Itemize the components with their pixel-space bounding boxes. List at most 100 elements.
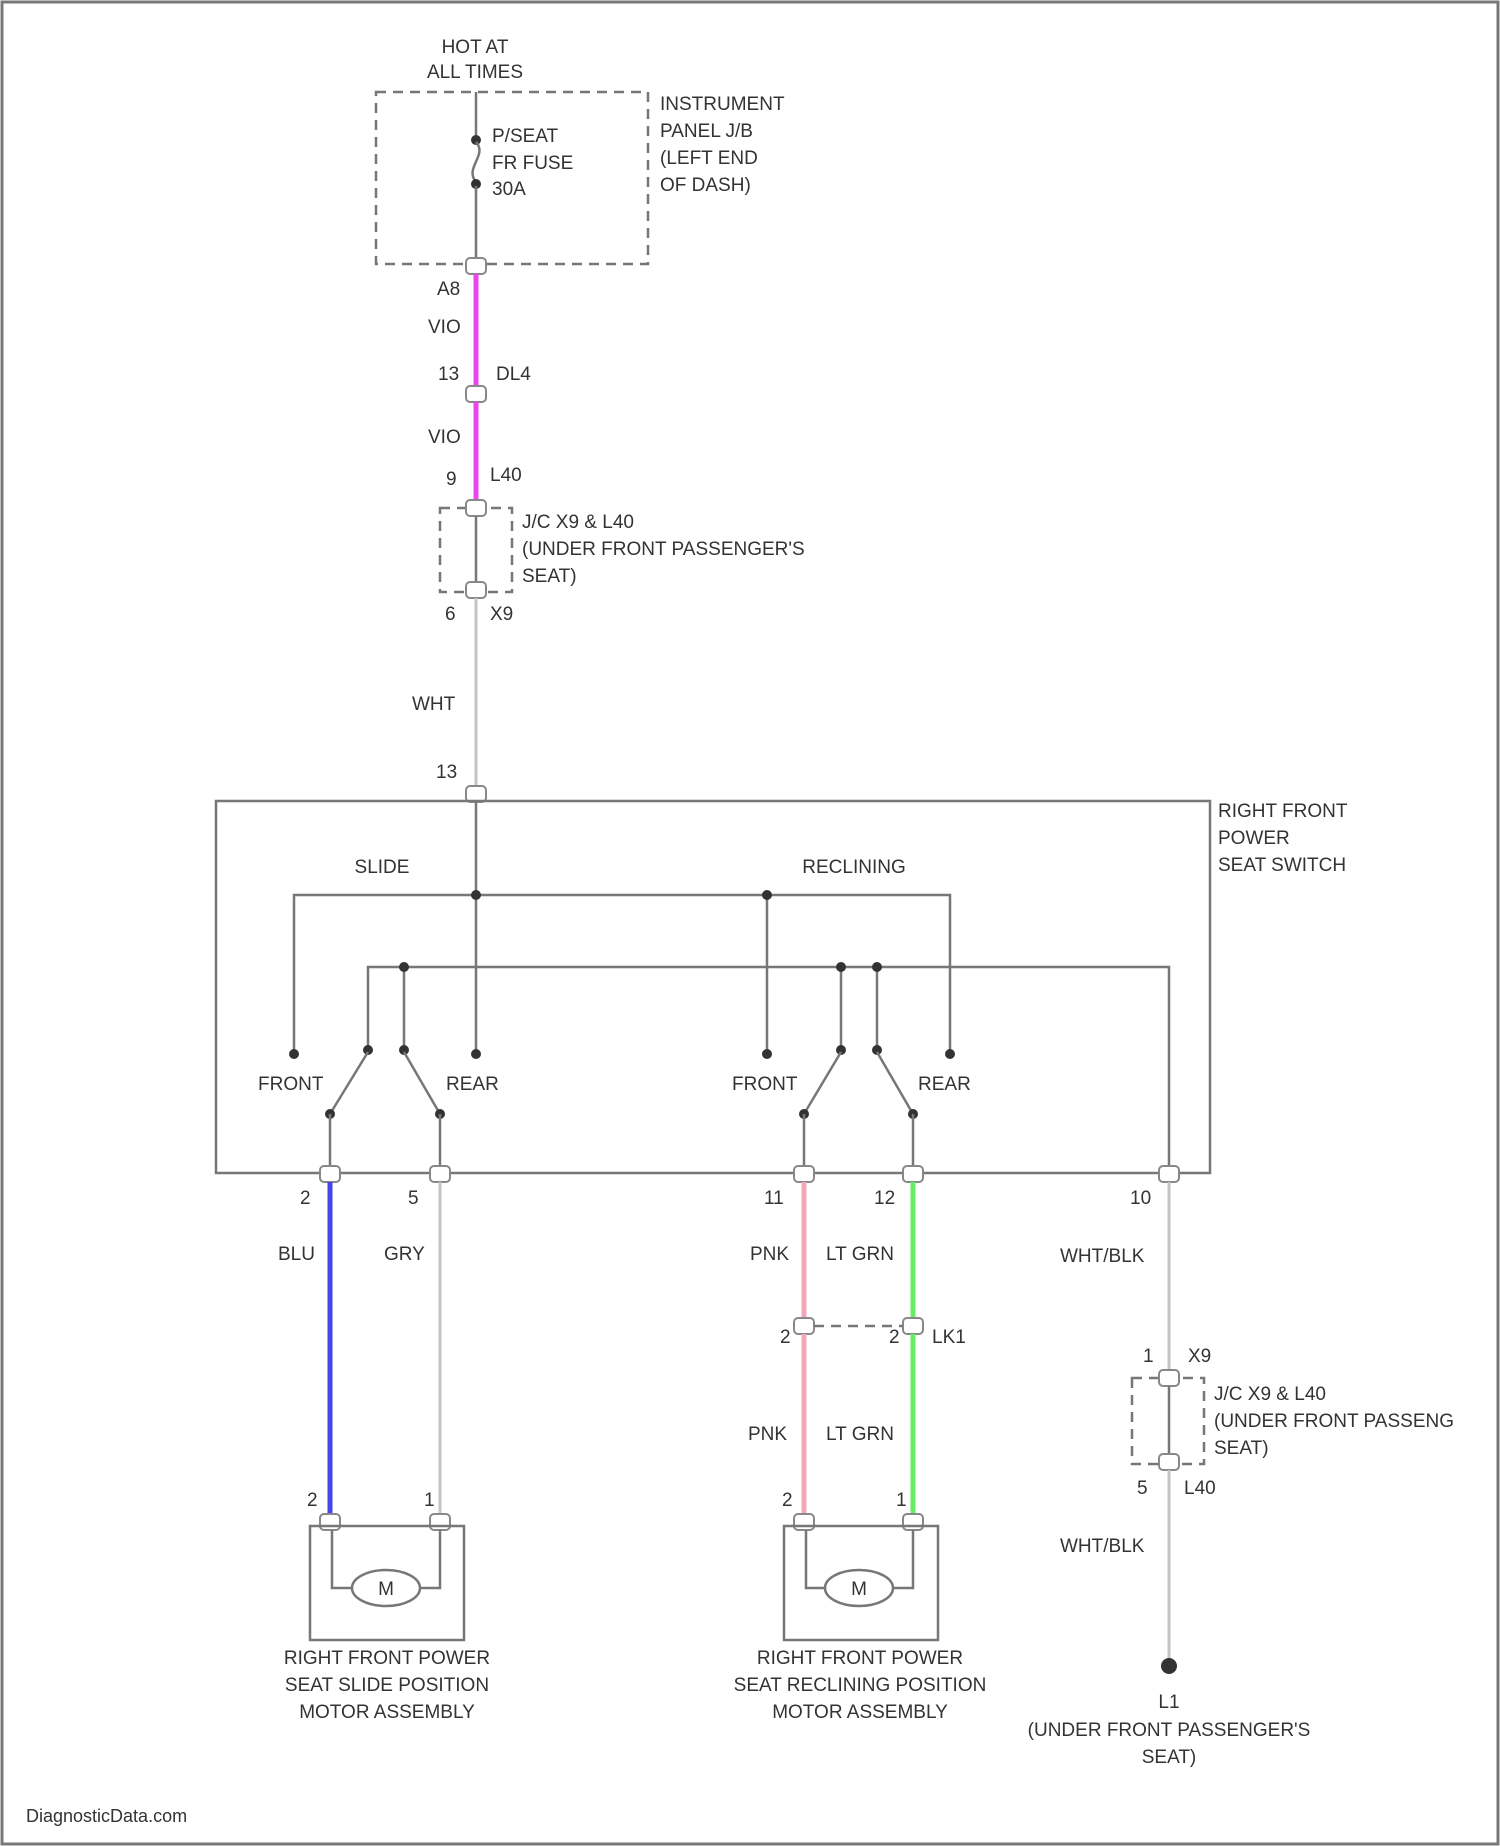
pin-a8-label: A8 bbox=[437, 279, 460, 300]
switch-pin-5-label: 5 bbox=[408, 1188, 419, 1209]
inline-pin-2a-label: 2 bbox=[780, 1327, 791, 1348]
ground-connector-l40-label: L40 bbox=[1184, 1478, 1216, 1499]
slide-motor-conn-2 bbox=[320, 1514, 340, 1530]
ground-point-icon bbox=[1161, 1658, 1177, 1674]
recl-wire-b-label: LT GRN bbox=[826, 1244, 894, 1265]
recl-motor-conn-1 bbox=[903, 1514, 923, 1530]
wire2-color-label: VIO bbox=[428, 427, 461, 448]
connector-dl4-label: DL4 bbox=[496, 364, 531, 385]
switch-pin-11-label: 11 bbox=[764, 1188, 784, 1209]
switch-pin-13-label: 13 bbox=[436, 762, 457, 783]
joint-connector-top-pin-in bbox=[466, 500, 486, 516]
switch-pin-2 bbox=[320, 1166, 340, 1182]
recl-front-switch-arm bbox=[804, 1052, 841, 1114]
connector-a8 bbox=[466, 258, 486, 274]
switch-name-line2: POWER bbox=[1218, 828, 1290, 849]
jc-top-line1: J/C X9 & L40 bbox=[522, 512, 634, 533]
slide-motor-letter: M bbox=[378, 1579, 394, 1600]
slide-wire-a-label: BLU bbox=[278, 1244, 315, 1265]
slide-motor-pin-1-label: 1 bbox=[424, 1490, 435, 1511]
joint-connector-top-pin-out bbox=[466, 582, 486, 598]
junction-block-outline bbox=[376, 92, 648, 264]
recl-rear-switch-arm bbox=[877, 1052, 913, 1114]
pin-13-label: 13 bbox=[438, 364, 459, 385]
switch-name-line1: RIGHT FRONT bbox=[1218, 801, 1348, 822]
connector-l40-label: L40 bbox=[490, 465, 522, 486]
switch-pin-5 bbox=[430, 1166, 450, 1182]
ground-bus bbox=[368, 967, 1169, 1166]
feed-bus bbox=[294, 895, 950, 1054]
recl-front-feed-contact bbox=[762, 1049, 772, 1059]
connector-x9-label: X9 bbox=[490, 604, 513, 625]
fuse-line1: P/SEAT bbox=[492, 126, 559, 147]
switch-pin-12 bbox=[903, 1166, 923, 1182]
jc-bottom-line1: J/C X9 & L40 bbox=[1214, 1384, 1326, 1405]
recl-motor-lead-right bbox=[893, 1530, 913, 1588]
slide-front-switch-arm bbox=[330, 1052, 368, 1114]
inline-conn-lt-grn bbox=[903, 1318, 923, 1334]
switch-pin-11 bbox=[794, 1166, 814, 1182]
watermark: DiagnosticData.com bbox=[26, 1806, 187, 1826]
power-source-line1: HOT AT bbox=[442, 37, 509, 58]
recl-motor-pin-2-label: 2 bbox=[782, 1490, 793, 1511]
junction-block-line3: (LEFT END bbox=[660, 148, 758, 169]
ground-bus-junction-2 bbox=[836, 962, 846, 972]
inline-conn-pnk bbox=[794, 1318, 814, 1334]
recl-motor-name-line1: RIGHT FRONT POWER bbox=[757, 1648, 963, 1669]
ground-pin-1-label: 1 bbox=[1143, 1346, 1154, 1367]
feed-bus-junction bbox=[471, 890, 481, 900]
ground-loc-line2: SEAT) bbox=[1142, 1747, 1197, 1768]
reclining-label: RECLINING bbox=[802, 857, 905, 878]
jc-top-line2: (UNDER FRONT PASSENGER'S bbox=[522, 539, 805, 560]
recl-motor-conn-2 bbox=[794, 1514, 814, 1530]
ground-bus-junction-3 bbox=[872, 962, 882, 972]
recl-rear-feed-contact bbox=[945, 1049, 955, 1059]
fuse-symbol bbox=[473, 142, 480, 182]
power-source-line2: ALL TIMES bbox=[427, 62, 523, 83]
ground-loc-line1: (UNDER FRONT PASSENGER'S bbox=[1028, 1720, 1311, 1741]
slide-front-feed-contact bbox=[289, 1049, 299, 1059]
switch-pin-10-label: 10 bbox=[1130, 1188, 1151, 1209]
slide-rear-feed-contact bbox=[471, 1049, 481, 1059]
switch-pin-12-label: 12 bbox=[874, 1188, 895, 1209]
recl-motor-lead-left bbox=[806, 1530, 826, 1588]
slide-rear-switch-arm bbox=[404, 1052, 440, 1114]
junction-block-line2: PANEL J/B bbox=[660, 121, 753, 142]
joint-connector-bottom-pin-in bbox=[1159, 1370, 1179, 1386]
ground-wire1-label: WHT/BLK bbox=[1060, 1246, 1145, 1267]
pin-9-label: 9 bbox=[446, 469, 457, 490]
recl-wire-a-label: PNK bbox=[750, 1244, 789, 1265]
recl-front-label: FRONT bbox=[732, 1074, 798, 1095]
fuse-line2: FR FUSE bbox=[492, 153, 573, 174]
ground-id-label: L1 bbox=[1158, 1692, 1179, 1713]
fuse-line3: 30A bbox=[492, 179, 526, 200]
recl-motor-name-line3: MOTOR ASSEMBLY bbox=[772, 1702, 948, 1723]
jc-top-line3: SEAT) bbox=[522, 566, 577, 587]
ground-connector-x9-label: X9 bbox=[1188, 1346, 1211, 1367]
slide-front-label: FRONT bbox=[258, 1074, 324, 1095]
slide-motor-lead-right bbox=[420, 1530, 440, 1588]
slide-motor-conn-1 bbox=[430, 1514, 450, 1530]
slide-motor-name-line1: RIGHT FRONT POWER bbox=[284, 1648, 490, 1669]
wire3-color-label: WHT bbox=[412, 694, 456, 715]
jc-bottom-line3: SEAT) bbox=[1214, 1438, 1269, 1459]
slide-wire-b-label: GRY bbox=[384, 1244, 425, 1265]
recl-motor-letter: M bbox=[851, 1579, 867, 1600]
recl-motor-pin-1-label: 1 bbox=[896, 1490, 907, 1511]
switch-pin-2-label: 2 bbox=[300, 1188, 311, 1209]
pin-6-label: 6 bbox=[445, 604, 456, 625]
slide-motor-lead-left bbox=[332, 1530, 352, 1588]
ground-bus-junction-1 bbox=[399, 962, 409, 972]
slide-label: SLIDE bbox=[355, 857, 410, 878]
slide-motor-name-line2: SEAT SLIDE POSITION bbox=[285, 1675, 489, 1696]
junction-block-line1: INSTRUMENT bbox=[660, 94, 785, 115]
connector-dl4 bbox=[466, 386, 486, 402]
slide-motor-pin-2-label: 2 bbox=[307, 1490, 318, 1511]
slide-rear-label: REAR bbox=[446, 1074, 499, 1095]
junction-block-line4: OF DASH) bbox=[660, 175, 751, 196]
recl-rear-label: REAR bbox=[918, 1074, 971, 1095]
recl-motor-name-line2: SEAT RECLINING POSITION bbox=[734, 1675, 987, 1696]
